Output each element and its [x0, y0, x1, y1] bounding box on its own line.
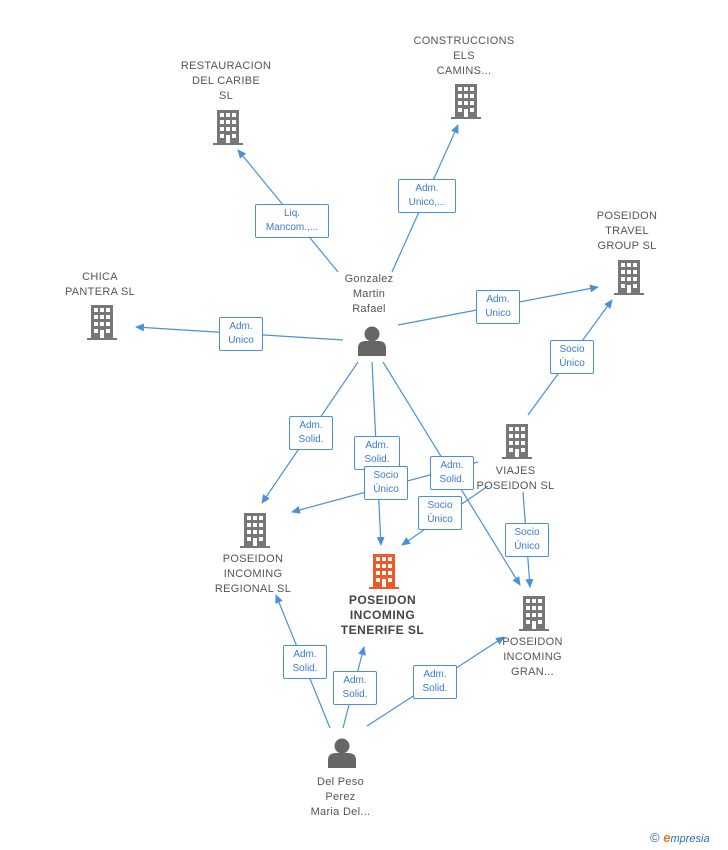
edge-label-socio-unico[interactable]: Socio Único [550, 340, 594, 374]
building-icon[interactable] [213, 110, 243, 145]
building-icon[interactable] [240, 513, 270, 548]
building-icon[interactable] [502, 424, 532, 459]
edge-label-liq-mancom[interactable]: Liq. Mancom.,... [255, 204, 329, 238]
node-label-gran[interactable]: POSEIDON INCOMING GRAN... [502, 636, 563, 678]
edge-label-adm-unico[interactable]: Adm. Unico [476, 290, 520, 324]
edge-label-adm-solid[interactable]: Adm. Solid. [413, 665, 457, 699]
edge-label-adm-solid[interactable]: Adm. Solid. [354, 436, 400, 470]
node-label-chica-pantera[interactable]: CHICA PANTERA SL [64, 271, 136, 298]
edge-label-adm-solid[interactable]: Adm. Solid. [289, 416, 333, 450]
building-icon-highlighted[interactable] [369, 554, 399, 589]
node-label-delpeso[interactable]: Del Peso Perez Maria Del... [310, 776, 371, 818]
edge-label-adm-unico[interactable]: Adm. Unico,... [398, 179, 456, 213]
node-label-regional[interactable]: POSEIDON INCOMING REGIONAL SL [214, 553, 292, 595]
person-icon[interactable] [328, 738, 356, 769]
edge-label-socio-unico[interactable]: Socio Único [418, 496, 462, 530]
footer-brand[interactable]: © empresia [650, 830, 710, 845]
edge-label-adm-solid[interactable]: Adm. Solid. [430, 456, 474, 490]
node-label-restauracion[interactable]: RESTAURACION DEL CARIBE SL [180, 60, 272, 102]
edge-label-socio-unico[interactable]: Socio Único [505, 523, 549, 557]
building-icon[interactable] [87, 305, 117, 340]
copyright-symbol: © [650, 830, 660, 845]
person-icon[interactable] [358, 326, 386, 357]
node-label-gonzalez[interactable]: Gonzalez Martin Rafael [344, 273, 394, 315]
building-icon[interactable] [451, 84, 481, 119]
edge-label-socio-unico[interactable]: Socio Único [364, 466, 408, 500]
edge-label-adm-unico[interactable]: Adm. Unico [219, 317, 263, 351]
edge-label-adm-solid[interactable]: Adm. Solid. [333, 671, 377, 705]
edge-label-adm-solid[interactable]: Adm. Solid. [283, 645, 327, 679]
building-icon[interactable] [614, 260, 644, 295]
node-label-construcciones[interactable]: CONSTRUCCIONS ELS CAMINS... [413, 35, 515, 77]
building-icon[interactable] [519, 596, 549, 631]
node-label-travel-group[interactable]: POSEIDON TRAVEL GROUP SL [596, 210, 658, 252]
empresia-logo: empresia [663, 830, 710, 845]
node-label-viajes[interactable]: VIAJES POSEIDON SL [476, 465, 555, 492]
node-label-tenerife[interactable]: POSEIDON INCOMING TENERIFE SL [340, 593, 425, 637]
